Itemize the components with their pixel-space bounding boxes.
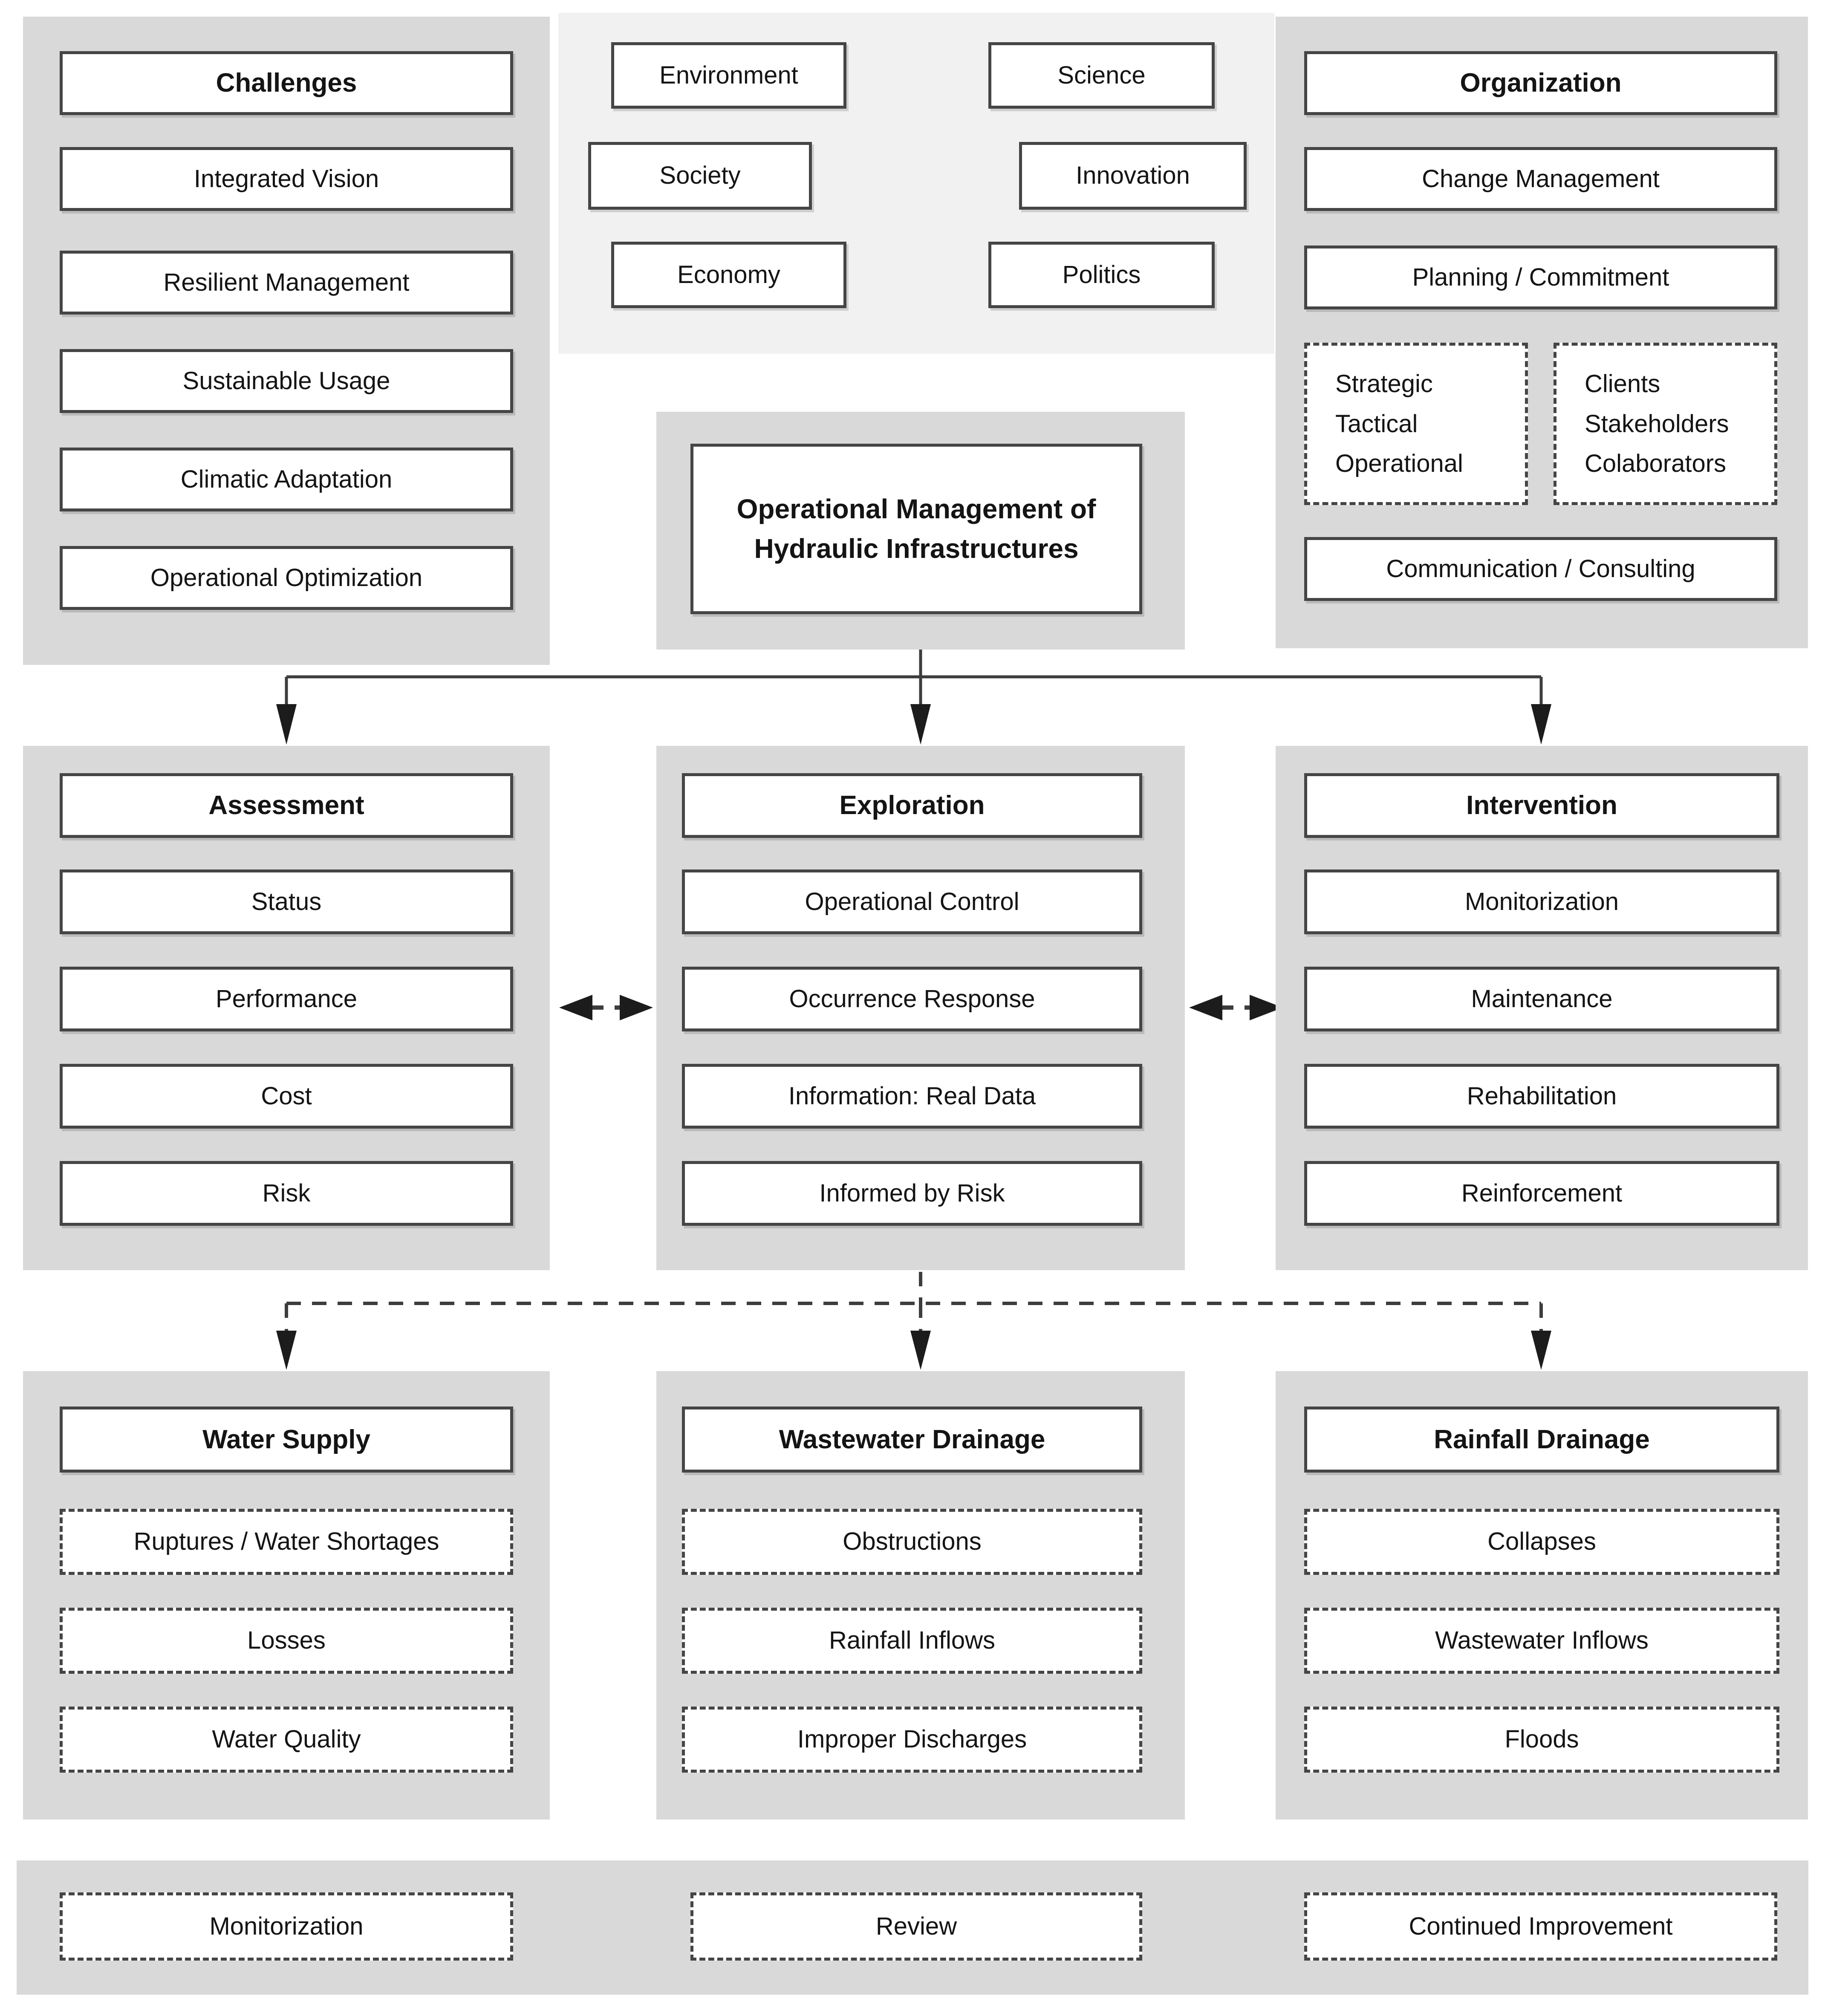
assessment-item: Performance	[60, 967, 513, 1031]
intervention-item: Monitorization	[1304, 869, 1779, 934]
assessment-item: Cost	[60, 1064, 513, 1129]
challenges-item: Sustainable Usage	[60, 349, 513, 413]
dashed-connector-arrowheads	[276, 1331, 1551, 1370]
exploration-item: Occurrence Response	[682, 967, 1142, 1031]
context-item-science: Science	[988, 42, 1215, 109]
challenges-item: Integrated Vision	[60, 147, 513, 211]
water-supply-item: Ruptures / Water Shortages	[60, 1509, 513, 1575]
challenges-title: Challenges	[60, 51, 513, 115]
cycle-item-continued-improvement: Continued Improvement	[1304, 1892, 1777, 1961]
wastewater-drainage-item: Improper Discharges	[682, 1707, 1142, 1773]
intervention-item: Maintenance	[1304, 967, 1779, 1031]
organization-levels-box: Strategic Tactical Operational	[1304, 343, 1528, 505]
intervention-item: Rehabilitation	[1304, 1064, 1779, 1129]
assessment-item: Risk	[60, 1161, 513, 1226]
challenges-item: Resilient Management	[60, 251, 513, 315]
organization-item: Planning / Commitment	[1304, 246, 1777, 309]
core-title-box: Operational Management of Hydraulic Infr…	[690, 444, 1142, 614]
exploration-item: Operational Control	[682, 869, 1142, 934]
rainfall-drainage-item: Wastewater Inflows	[1304, 1608, 1779, 1674]
organization-communication-box: Communication / Consulting	[1304, 537, 1777, 601]
context-item-innovation: Innovation	[1019, 142, 1247, 210]
assessment-exploration-arrow	[559, 995, 653, 1020]
organization-title: Organization	[1304, 51, 1777, 115]
rainfall-drainage-title: Rainfall Drainage	[1304, 1407, 1779, 1473]
challenges-item: Operational Optimization	[60, 546, 513, 610]
solid-connector-arrowheads	[276, 704, 1551, 745]
solid-connector	[285, 650, 1543, 708]
water-supply-item: Water Quality	[60, 1707, 513, 1773]
assessment-title: Assessment	[60, 773, 513, 838]
rainfall-drainage-item: Collapses	[1304, 1509, 1779, 1575]
exploration-item: Information: Real Data	[682, 1064, 1142, 1129]
organization-parties-box: Clients Stakeholders Colaborators	[1554, 343, 1777, 505]
organization-item: Change Management	[1304, 147, 1777, 211]
exploration-intervention-arrow	[1189, 995, 1283, 1020]
wastewater-drainage-item: Obstructions	[682, 1509, 1142, 1575]
challenges-item: Climatic Adaptation	[60, 448, 513, 511]
context-item-environment: Environment	[611, 42, 846, 109]
context-item-economy: Economy	[611, 242, 846, 308]
context-item-politics: Politics	[988, 242, 1215, 308]
dashed-connector	[285, 1272, 1543, 1335]
exploration-item: Informed by Risk	[682, 1161, 1142, 1226]
intervention-item: Reinforcement	[1304, 1161, 1779, 1226]
water-supply-item: Losses	[60, 1608, 513, 1674]
assessment-item: Status	[60, 869, 513, 934]
wastewater-drainage-title: Wastewater Drainage	[682, 1407, 1142, 1473]
cycle-item-monitorization: Monitorization	[60, 1892, 513, 1961]
exploration-title: Exploration	[682, 773, 1142, 838]
cycle-item-review: Review	[690, 1892, 1142, 1961]
context-item-society: Society	[588, 142, 812, 210]
intervention-title: Intervention	[1304, 773, 1779, 838]
water-supply-title: Water Supply	[60, 1407, 513, 1473]
rainfall-drainage-item: Floods	[1304, 1707, 1779, 1773]
wastewater-drainage-item: Rainfall Inflows	[682, 1608, 1142, 1674]
